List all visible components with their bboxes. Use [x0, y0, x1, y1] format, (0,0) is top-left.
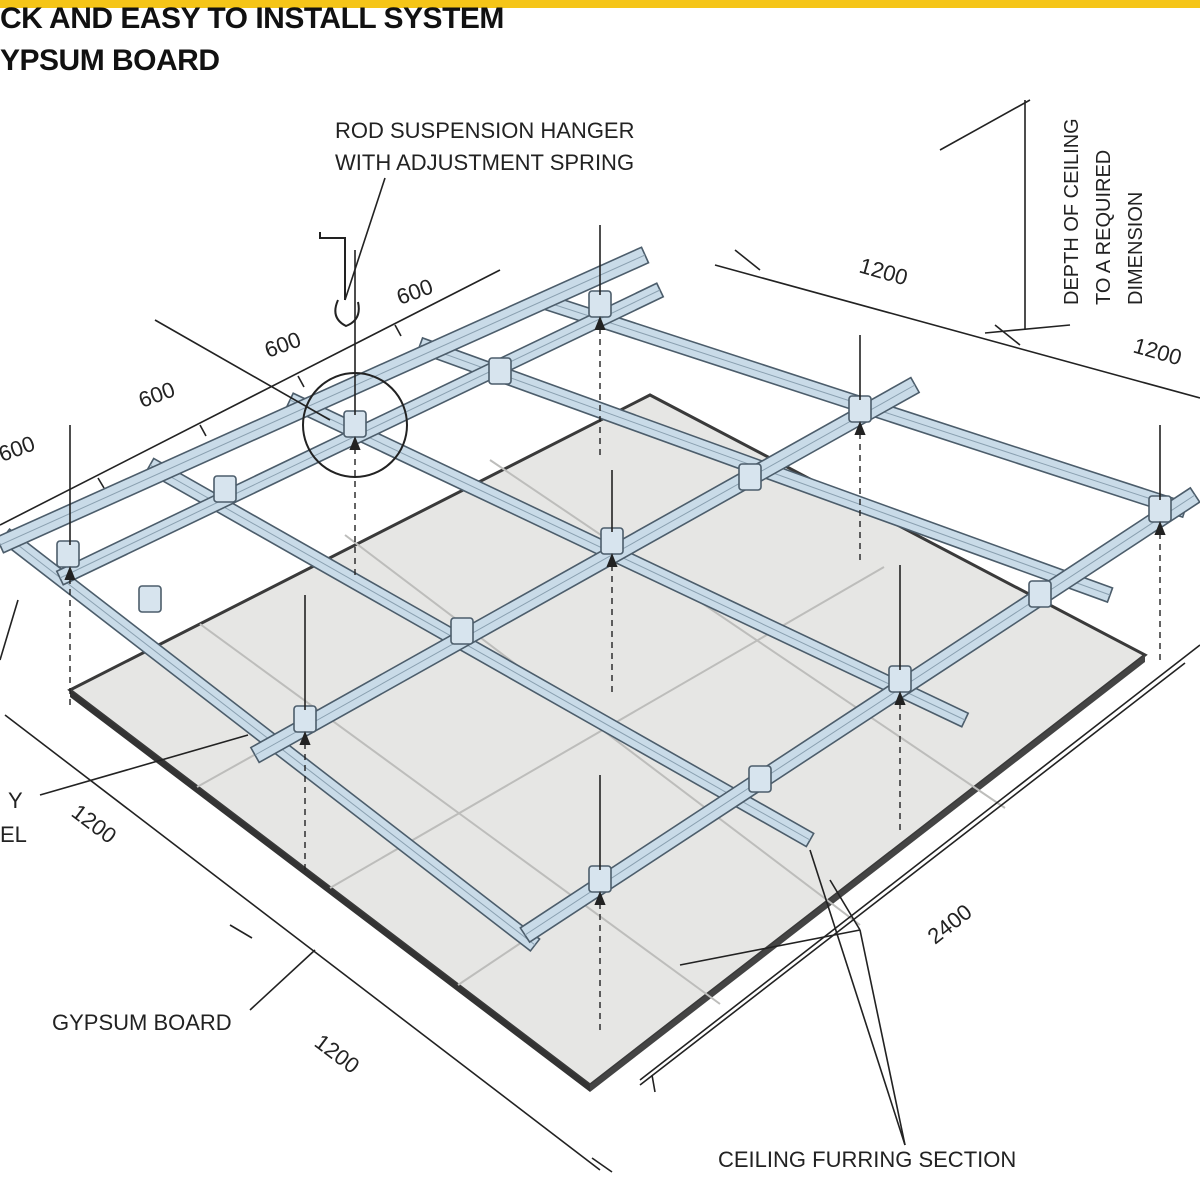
- gypsum-board-label: GYPSUM BOARD: [52, 1010, 232, 1035]
- title-line-1: CK AND EASY TO INSTALL SYSTEM: [0, 2, 504, 35]
- partial-left-label-2: EL: [0, 822, 27, 847]
- channel-clip-15: [138, 585, 162, 613]
- dimension-2400: 2400: [923, 899, 977, 949]
- main-channel-4-ridge: [524, 494, 1196, 936]
- dimension-600-b: 600: [261, 327, 304, 363]
- channel-clip-14: [488, 357, 512, 385]
- adjustment-spring-hook: [319, 232, 360, 328]
- dimension-1200-right: 1200: [1131, 333, 1185, 371]
- rod-hanger-label-line-1: ROD SUSPENSION HANGER: [335, 118, 635, 143]
- title-line-2: YPSUM BOARD: [0, 44, 220, 77]
- dimension-600-partial: 600: [0, 431, 38, 467]
- depth-label-line-2: TO A REQUIRED: [1093, 150, 1115, 305]
- channel-clip-11: [748, 765, 772, 793]
- ceiling-furring-section-label: CEILING FURRING SECTION: [718, 1147, 1016, 1172]
- channel-clip-10: [450, 617, 474, 645]
- rod-hanger-label-line-2: WITH ADJUSTMENT SPRING: [335, 150, 634, 175]
- dimension-1200-left-lower: 1200: [310, 1029, 364, 1078]
- gypsum-board-edge-right: [590, 655, 1145, 1092]
- rod-suspension-hangers: [64, 225, 1166, 1030]
- detail-circle: [302, 372, 408, 478]
- main-channel-1-ridge: [0, 254, 646, 546]
- furring-section-2-ridge: [149, 464, 811, 841]
- main-channel-1: [0, 246, 650, 554]
- channel-clip-12: [1028, 580, 1052, 608]
- header-accent-bar: [0, 0, 1200, 8]
- dimension-1200-left-upper: 1200: [67, 799, 121, 848]
- dimension-1200-top: 1200: [857, 253, 911, 291]
- depth-label-line-3: DIMENSION: [1125, 192, 1147, 305]
- gypsum-board-edge: [70, 690, 590, 1092]
- furring-section-3-ridge: [289, 399, 966, 721]
- channel-clip-16: [738, 463, 762, 491]
- main-channel-3-ridge: [254, 384, 916, 756]
- dimension-600-a: 600: [393, 274, 436, 310]
- leader-lines: [0, 99, 1200, 1173]
- channel-clips: [56, 290, 1172, 893]
- partial-left-label-1: Y: [8, 788, 23, 813]
- dimension-600-c: 600: [135, 377, 178, 413]
- channel-clip-13: [213, 475, 237, 503]
- channel-clip-1: [56, 540, 80, 568]
- depth-label-line-1: DEPTH OF CEILING: [1061, 118, 1083, 305]
